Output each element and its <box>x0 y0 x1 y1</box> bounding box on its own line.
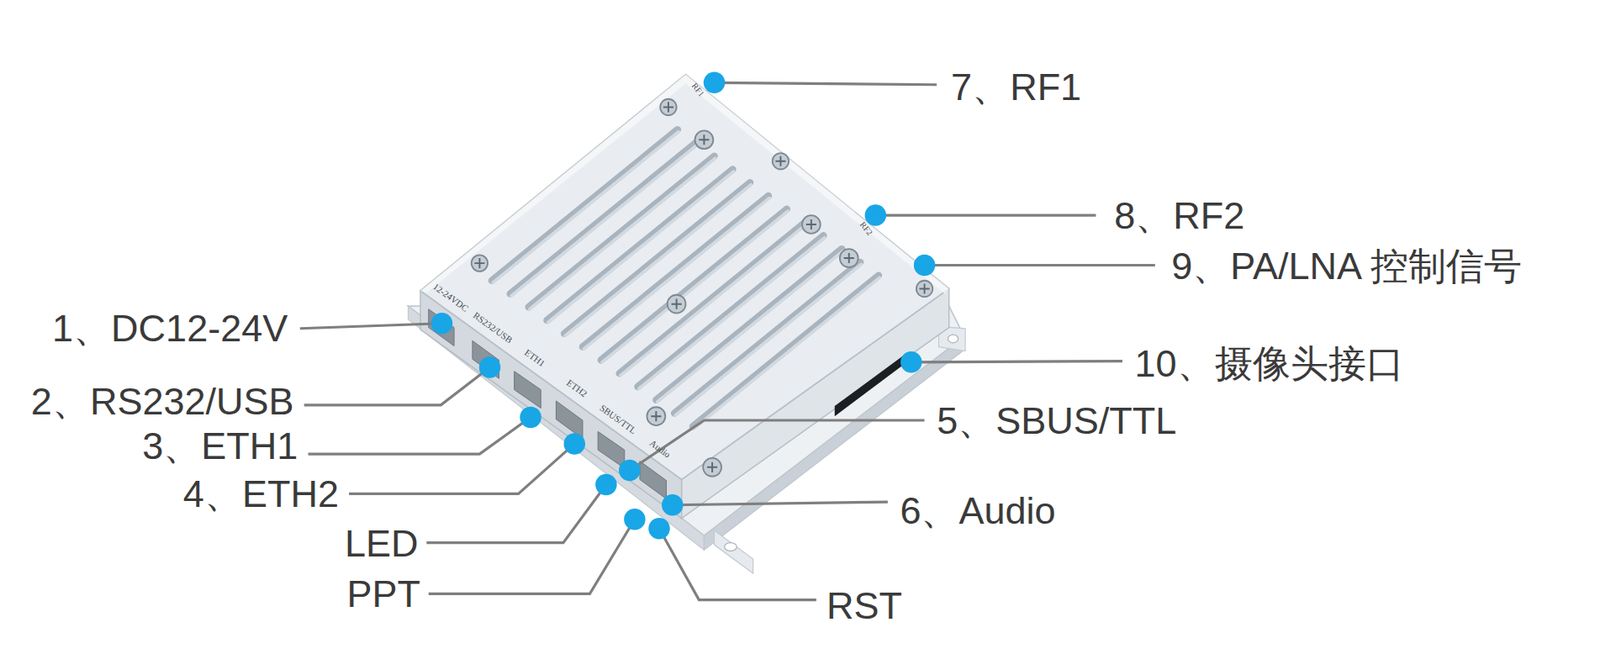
signal-label: LED <box>344 523 419 562</box>
callout-label: 5、SBUS/TTL <box>936 401 1177 440</box>
device-marking: RF2 <box>858 220 875 238</box>
camera-slot <box>834 352 909 417</box>
device-marking: SBUS/TTL <box>598 402 639 436</box>
screw-slots <box>474 101 930 473</box>
signal-label: PPT <box>346 575 421 613</box>
signal-label: RST <box>826 586 903 624</box>
callout-label: 1、DC12-24V <box>52 308 288 347</box>
screws <box>471 99 934 477</box>
device-marking: RS232/USB <box>471 310 514 345</box>
callout-label: 10、摄像头接口 <box>1135 344 1405 383</box>
callout-dots <box>431 72 936 540</box>
callout-label: 2、RS232/USB <box>31 381 295 420</box>
callout-label: 8、RF2 <box>1114 196 1245 235</box>
heatsink-slots <box>491 129 880 429</box>
callout-label: 3、ETH1 <box>142 427 298 465</box>
callout-label: 7、RF1 <box>950 68 1082 106</box>
device-marking: 12-24VDC <box>431 282 470 315</box>
device-marking: RF1 <box>690 81 707 99</box>
callout-label: 9、PA/LNA 控制信号 <box>1171 246 1522 285</box>
device-marking: Audio <box>648 438 673 460</box>
device-body <box>420 74 950 519</box>
leader-lines <box>300 82 1156 600</box>
callout-label: 6、Audio <box>899 491 1056 529</box>
device-marking: ETH2 <box>565 378 589 400</box>
callout-label: 4、ETH2 <box>183 475 339 513</box>
device-marking: ETH1 <box>522 348 547 370</box>
